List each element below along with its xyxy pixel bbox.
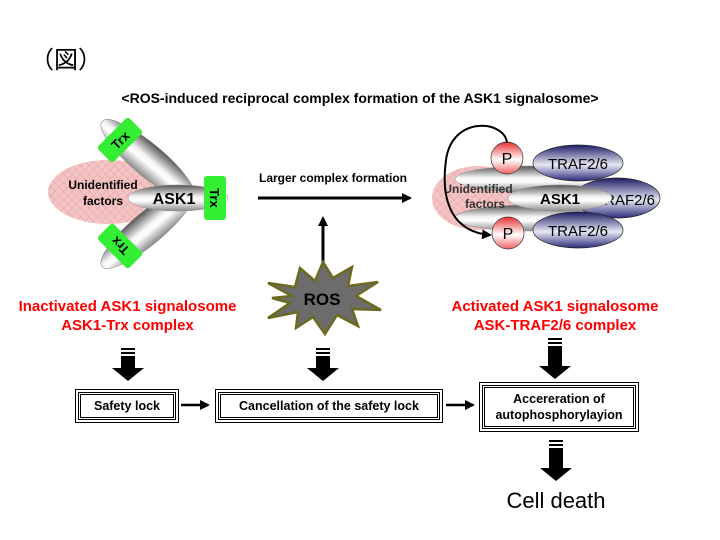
inactive-ask1-complex: Trx Trx Trx Unidentified factors ASK1 — [48, 117, 229, 269]
ask1-core-active — [507, 184, 613, 212]
unidentified-label-active-1: Unidentified — [443, 182, 512, 196]
acceleration-box: Accereration of autophosphorylayion — [479, 382, 639, 432]
unidentified-label-1: Unidentified — [68, 178, 137, 192]
traf-lower — [532, 211, 624, 249]
safety-lock-box: Safety lock — [75, 389, 179, 423]
block-arrow-right — [539, 338, 571, 379]
traf-upper — [532, 144, 624, 182]
acceleration-line1: Accereration of — [513, 392, 605, 406]
cell-death-label: Cell death — [506, 488, 606, 513]
larger-complex-label: Larger complex formation — [259, 171, 407, 185]
trx-right: Trx — [204, 176, 226, 220]
acceleration-line2: autophosphorylayion — [495, 408, 623, 422]
traf-upper-label: TRAF2/6 — [548, 156, 608, 173]
ask1-label: ASK1 — [153, 191, 196, 208]
figure-label: （図） — [30, 46, 102, 74]
unidentified-label-2: factors — [83, 194, 123, 208]
phospho-lower-label: P — [503, 226, 514, 243]
ask1-core — [127, 184, 229, 212]
cancellation-box: Cancellation of the safety lock — [215, 389, 443, 423]
unidentified-label-active-2: factors — [465, 197, 505, 211]
trx-right-label: Trx — [207, 188, 222, 208]
inactivated-caption-line1: Inactivated ASK1 signalosome — [18, 298, 237, 315]
ask1-label-active: ASK1 — [540, 191, 580, 208]
activated-caption-line1: Activated ASK1 signalosome — [451, 298, 659, 315]
traf-lower-label: TRAF2/6 — [548, 223, 608, 240]
diagram-title: <ROS-induced reciprocal complex formatio… — [121, 90, 599, 106]
inactivated-caption: Inactivated ASK1 signalosome ASK1-Trx co… — [0, 297, 255, 335]
unidentified-factors-blob — [48, 160, 168, 224]
phospho-lower — [491, 216, 525, 250]
phospho-upper-label: P — [502, 151, 513, 168]
block-arrow-middle — [307, 348, 339, 381]
activated-caption: Activated ASK1 signalosome ASK-TRAF2/6 c… — [425, 297, 685, 335]
inactivated-caption-line2: ASK1-Trx complex — [61, 317, 194, 334]
active-ask1-complex: Unidentified factors TRAF2/6 ASK1 TRAF2/… — [432, 124, 661, 250]
block-arrow-cell-death — [540, 440, 572, 481]
block-arrow-left — [112, 348, 144, 381]
ros-label: ROS — [304, 290, 341, 309]
activated-caption-line2: ASK-TRAF2/6 complex — [473, 317, 637, 334]
ros-burst: ROS — [267, 259, 382, 337]
autophosphorylation-arrow — [443, 124, 508, 240]
